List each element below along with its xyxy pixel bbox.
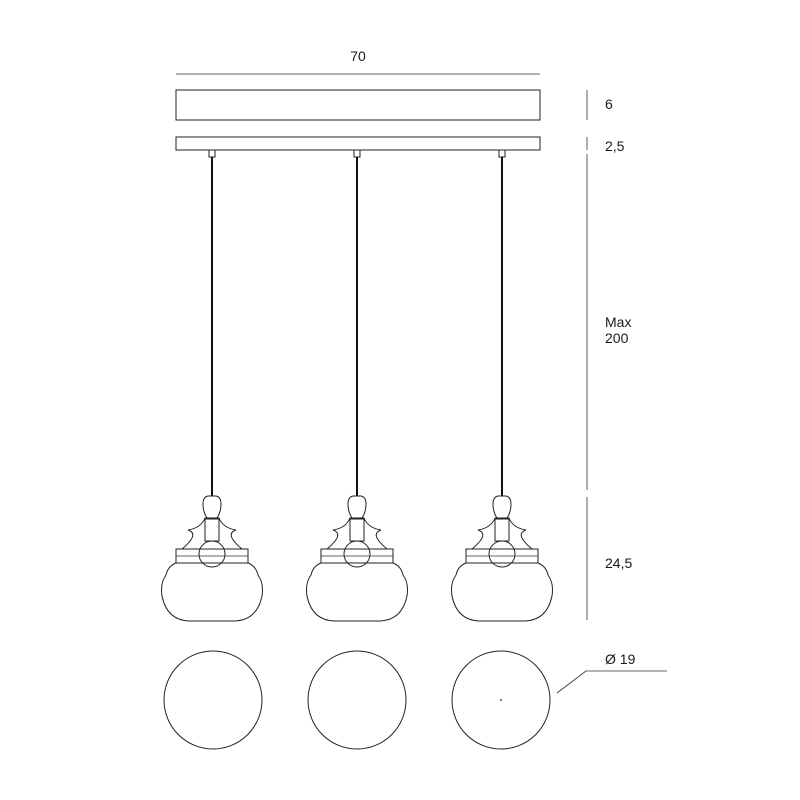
lamp-neck [325,517,389,550]
cable-clamp [353,149,361,158]
pendant-center [306,149,408,622]
canopy [175,89,541,121]
lamp-top-cap [202,495,222,519]
pendant-group [161,149,553,622]
lamp-neck [470,517,534,550]
lamp-top-cap [347,495,367,519]
cable-max-label: Max [605,314,631,330]
lamp-neck [180,517,244,550]
pendant-left [161,149,263,622]
shade-top-view-center [307,650,407,750]
glass-shade [306,562,408,622]
center-point [500,699,502,701]
shade-height-label: 24,5 [605,555,632,571]
bulb [488,540,516,568]
mounting-bar [175,136,541,151]
lamp-socket [349,518,365,542]
shade-top-view-left [163,650,263,750]
cable-clamp [208,149,216,158]
cable-max-value: 200 [605,330,629,346]
lamp-socket [494,518,510,542]
pendant-right [451,149,553,622]
bar-height-label: 2,5 [605,138,625,154]
diameter-label: Ø 19 [605,651,636,667]
cable-clamp [498,149,506,158]
diameter-leader-line [556,670,587,694]
glass-shade [451,562,553,622]
bulb [198,540,226,568]
width-label: 70 [350,48,366,64]
canopy-height-label: 6 [605,96,613,112]
bulb [343,540,371,568]
lamp-top-cap [492,495,512,519]
lamp-socket [204,518,220,542]
shade-top-view-right [451,650,551,750]
glass-shade [161,562,263,622]
